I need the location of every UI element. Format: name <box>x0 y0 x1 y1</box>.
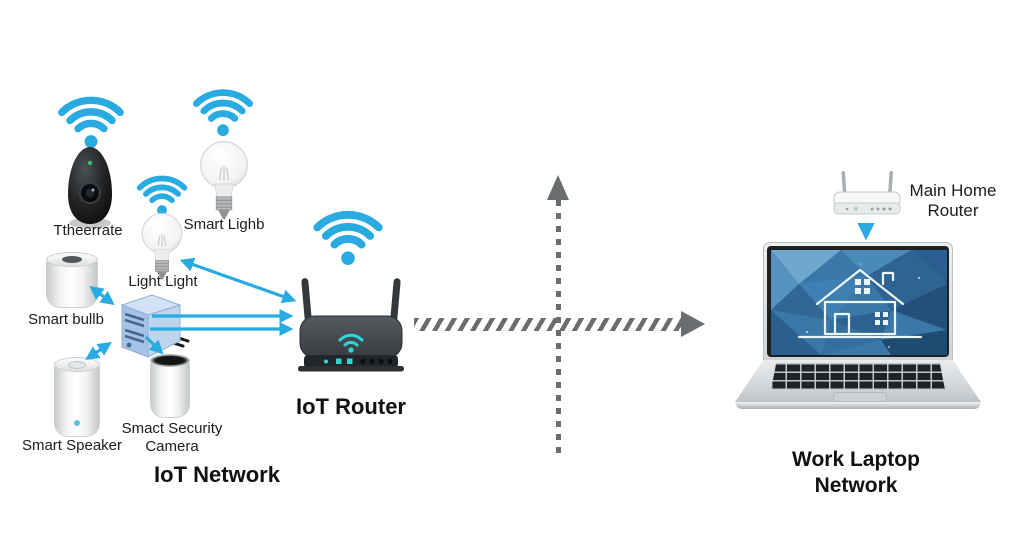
router-wifi-glyph <box>338 333 364 347</box>
smart-speaker-icon <box>54 357 100 437</box>
light-bulb-icon <box>200 141 248 220</box>
wifi-icon <box>58 96 124 148</box>
work-network-title: Work Laptop Network <box>792 448 920 498</box>
smart-bulb-label: Smart bullb <box>28 311 104 328</box>
dotted-divider-line <box>556 200 561 455</box>
main-home-router-icon <box>833 171 901 215</box>
work-laptop-icon <box>735 238 981 412</box>
bulb-small-label: Light Light <box>128 273 198 290</box>
wifi-icon <box>136 175 188 216</box>
hatched-arrow-head <box>681 311 705 337</box>
house-windows <box>855 279 888 325</box>
laptop-lid <box>763 242 953 361</box>
house-outline-icon <box>797 268 923 339</box>
speaker-label: Smart Speaker <box>21 437 123 454</box>
iot-network-title: IoT Network <box>154 462 280 487</box>
wifi-icon <box>313 210 383 265</box>
dotted-divider-arrow-head <box>547 175 569 200</box>
bulb-large-label: Smart Lighb <box>183 216 265 233</box>
hatched-arrow-shaft <box>414 318 682 331</box>
camera-label: Ttheerrate <box>53 222 123 239</box>
speaker-led <box>74 420 80 426</box>
cylinder-body <box>46 259 98 308</box>
smart-camera-icon <box>68 147 112 229</box>
security-camera-icon <box>150 354 190 418</box>
smart-bulb-device-icon <box>46 252 98 308</box>
iot-router-icon <box>298 278 404 372</box>
laptop-trackpad <box>833 392 887 402</box>
cylinder-body <box>54 364 100 437</box>
wifi-icon <box>192 89 254 137</box>
light-bulb-icon <box>141 212 183 280</box>
cylinder-top-ring <box>68 361 86 369</box>
iot-router-label: IoT Router <box>296 394 406 419</box>
cylinder-body <box>150 361 190 418</box>
laptop-keyboard <box>771 363 945 390</box>
laptop-screen <box>771 250 947 355</box>
security-camera-label: Smact Security Camera <box>121 420 223 456</box>
cylinder-top-dot <box>62 256 82 263</box>
laptop-base <box>735 402 981 409</box>
link-speaker-hub <box>85 342 112 360</box>
camera-lens-top <box>150 354 190 367</box>
main-home-router-label: Main Home Router <box>909 181 997 221</box>
